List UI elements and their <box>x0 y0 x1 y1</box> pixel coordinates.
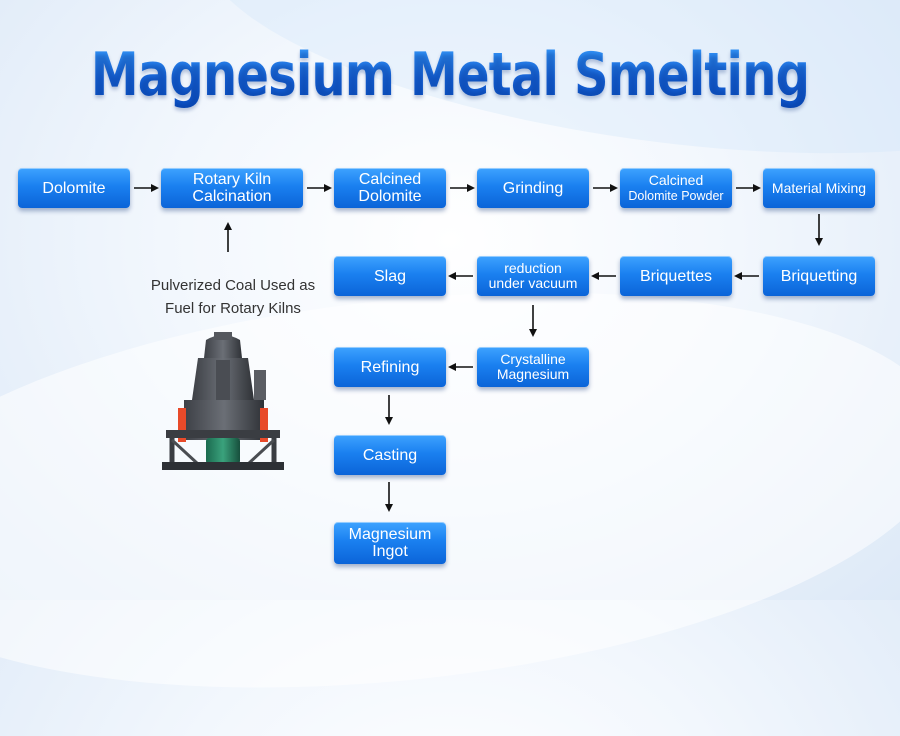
vertical-roller-mill-icon <box>162 332 284 470</box>
rotary-kiln-label-line1: Rotary Kiln <box>192 171 272 188</box>
rotary-kiln-label-line2: Calcination <box>192 188 272 205</box>
crystalline-label-line2: Magnesium <box>496 366 570 382</box>
calcined-dolomite-label-line2: Dolomite <box>358 188 422 205</box>
material-mixing-box: Material Mixing <box>763 168 875 208</box>
ingot-label-line2: Ingot <box>372 543 408 560</box>
briquettes-box: Briquettes <box>620 256 732 296</box>
refining-box: Refining <box>334 347 446 387</box>
crystalline-label-line1: Crystalline <box>500 351 566 367</box>
grinding-box: Grinding <box>477 168 589 208</box>
fuel-note-line1: Pulverized Coal Used as <box>150 277 316 294</box>
casting-label: Casting <box>362 446 418 464</box>
grinding-label: Grinding <box>502 179 564 197</box>
casting-box: Casting <box>334 435 446 475</box>
material-mixing-label: Material Mixing <box>771 179 867 196</box>
fuel-note: Pulverized Coal Used as Fuel for Rotary … <box>118 274 348 320</box>
fuel-note-line2: Fuel for Rotary Kilns <box>165 300 301 317</box>
ingot-label-line1: Magnesium <box>348 526 432 543</box>
flow-arrows <box>134 184 823 512</box>
reduction-label-line1: reduction <box>504 260 562 276</box>
calcined-powder-label-line1: Calcined <box>648 171 704 188</box>
slag-label: Slag <box>373 267 407 285</box>
page-title: Magnesium Metal Smelting <box>90 40 810 110</box>
briquettes-label: Briquettes <box>639 267 713 285</box>
briquetting-label: Briquetting <box>780 267 858 285</box>
reduction-label-line2: under vacuum <box>488 275 578 291</box>
slag-box: Slag <box>334 256 446 296</box>
refining-label: Refining <box>360 358 420 376</box>
dolomite-label: Dolomite <box>42 179 106 197</box>
dolomite-box: Dolomite <box>18 168 130 208</box>
calcined-dolomite-label-line1: Calcined <box>358 171 422 188</box>
briquetting-box: Briquetting <box>763 256 875 296</box>
calcined-powder-label-line2: Dolomite Powder <box>628 188 724 203</box>
